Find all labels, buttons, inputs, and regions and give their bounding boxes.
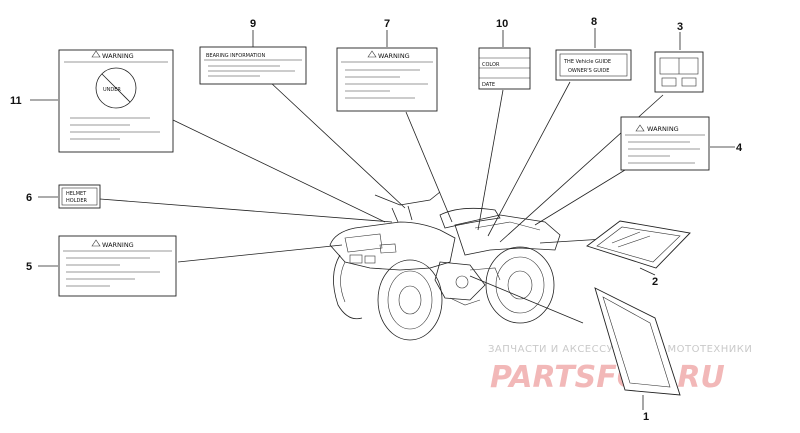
part-9-bearing-text: BEARING INFORMATION	[206, 53, 265, 59]
part-6-helmet-line2: HOLDER	[66, 198, 87, 204]
part-8-guide-label[interactable]: THE Vehicle GUIDE OWNER'S GUIDE	[555, 49, 632, 81]
part-6-helmet-label[interactable]: HELMET HOLDER	[58, 184, 101, 209]
part-5-warning-label[interactable]: WARNING	[58, 235, 177, 297]
callout-4: 4	[736, 142, 743, 154]
callout-10: 10	[496, 18, 508, 30]
part-11-warning-label[interactable]: WARNING UNDER	[58, 49, 174, 153]
part-10-color-text: COLOR	[482, 62, 500, 68]
part-1-sheet[interactable]	[594, 287, 681, 396]
atv-illustration	[329, 191, 561, 341]
callout-6: 6	[26, 192, 32, 204]
part-3-grid-label[interactable]	[654, 51, 704, 93]
part-10-plate-label[interactable]: COLOR DATE	[478, 47, 531, 90]
callout-1: 1	[643, 411, 649, 423]
part-11-under-text: UNDER	[103, 87, 121, 93]
part-10-date-text: DATE	[482, 82, 495, 88]
part-4-warning-label[interactable]: WARNING	[620, 116, 710, 171]
part-6-helmet-line1: HELMET	[66, 191, 87, 197]
part-11-warning-text: WARNING	[102, 52, 134, 60]
part-5-warning-text: WARNING	[102, 241, 134, 249]
part-8-guide-line2: OWNER'S GUIDE	[568, 68, 609, 74]
callout-11: 11	[10, 95, 22, 107]
part-8-guide-line1: THE Vehicle GUIDE	[563, 59, 611, 65]
callout-9: 9	[250, 18, 256, 30]
watermark-brand: PARTSFOR.RU	[490, 360, 725, 395]
part-4-warning-text: WARNING	[647, 125, 679, 133]
callout-numbers: 1 2 3 4 5 6 7 8 9 10 11	[10, 16, 743, 423]
callout-3: 3	[677, 21, 683, 33]
callout-5: 5	[26, 261, 32, 273]
part-7-warning-text: WARNING	[378, 52, 410, 60]
part-7-warning-label[interactable]: WARNING	[336, 47, 438, 112]
part-9-bearing-label[interactable]: BEARING INFORMATION	[199, 46, 307, 85]
part-2-plate[interactable]	[586, 220, 691, 269]
callout-2: 2	[652, 276, 658, 288]
callout-8: 8	[591, 16, 597, 28]
callout-7: 7	[384, 18, 390, 30]
